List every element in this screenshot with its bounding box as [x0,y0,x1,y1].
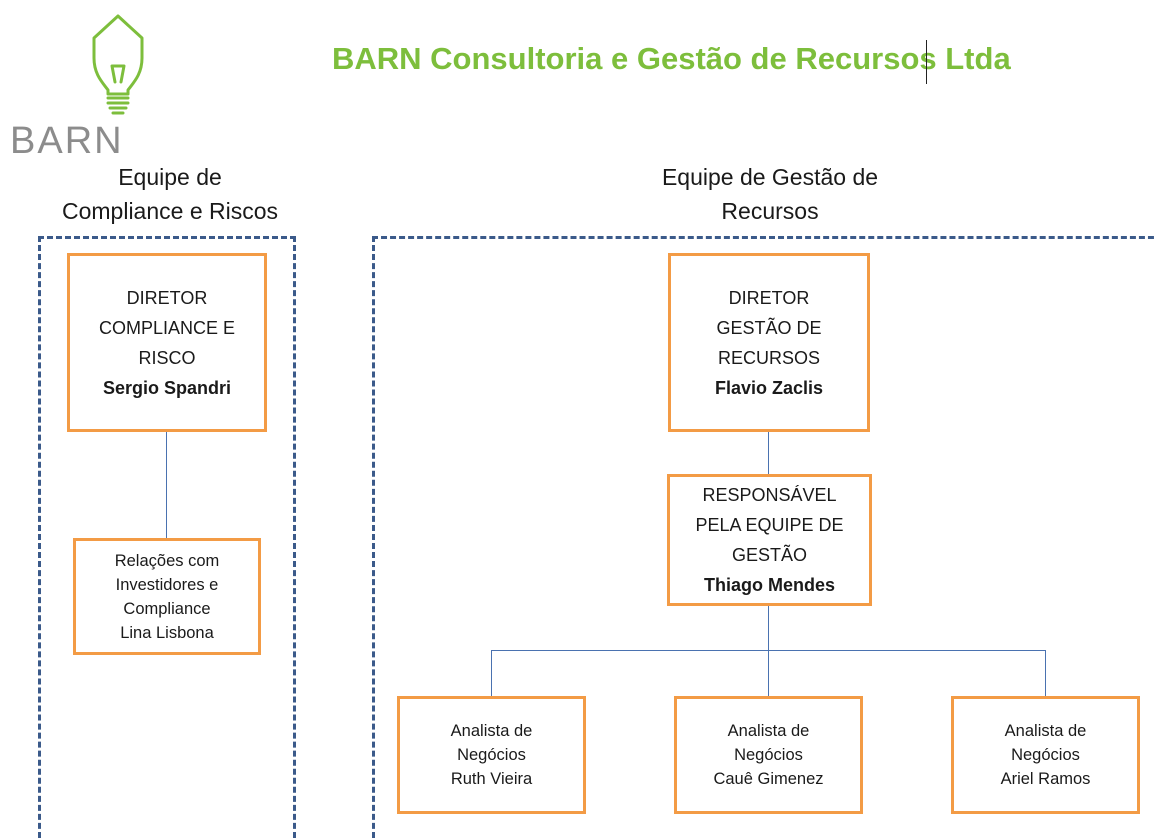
relacoes-investidores-box: Relações com Investidores e Compliance L… [73,538,261,655]
connector-dir-gestao-to-responsavel [768,430,769,475]
compliance-team-frame [38,236,296,839]
box-role: Relações com Investidores e Compliance [114,551,220,618]
box-role: Analista de Negócios [450,722,533,764]
barn-logo: BARN [4,6,180,160]
connector-to-analista1 [491,650,492,698]
box-role: RESPONSÁVEL PELA EQUIPE DE GESTÃO [695,485,844,565]
responsavel-gestao-box: RESPONSÁVEL PELA EQUIPE DE GESTÃO Thiago… [667,474,872,606]
director-gestao-box: DIRETOR GESTÃO DE RECURSOS Flavio Zaclis [668,253,870,432]
box-person: Sergio Spandri [102,377,232,398]
box-role: DIRETOR COMPLIANCE E RISCO [98,287,236,368]
box-role: DIRETOR GESTÃO DE RECURSOS [716,287,822,368]
logo-wordmark: BARN [10,120,124,162]
compliance-heading-line1: Equipe de [118,164,222,190]
gestao-heading-line1: Equipe de Gestão de [661,164,879,190]
gestao-heading-line2: Recursos [721,198,819,224]
box-person: Thiago Mendes [703,575,835,595]
analista-box-3: Analista de Negócios Ariel Ramos [951,696,1140,814]
box-person: Lina Lisbona [120,623,214,642]
connector-to-analista2 [768,650,769,698]
compliance-group-heading: Equipe de Compliance e Riscos [40,160,300,228]
box-role: Analista de Negócios [1004,722,1087,764]
box-person: Ruth Vieira [450,770,533,788]
director-compliance-box: DIRETOR COMPLIANCE E RISCO Sergio Spandr… [67,253,267,432]
page-title: BARN Consultoria e Gestão de Recursos Lt… [332,41,1011,76]
lightbulb-house-icon [92,14,144,115]
connector-dir-compliance-to-relacoes [166,430,167,540]
box-person: Cauê Gimenez [713,770,824,788]
text-cursor [926,40,927,84]
gestao-group-heading: Equipe de Gestão de Recursos [620,160,920,228]
connector-responsavel-down [768,605,769,650]
compliance-heading-line2: Compliance e Riscos [61,198,279,224]
analista-box-1: Analista de Negócios Ruth Vieira [397,696,586,814]
connector-to-analista3 [1045,650,1046,698]
analista-box-2: Analista de Negócios Cauê Gimenez [674,696,863,814]
gestao-team-frame [372,236,1155,839]
box-person: Flavio Zaclis [714,377,824,398]
box-role: Analista de Negócios [727,722,810,764]
box-person: Ariel Ramos [1000,770,1091,788]
